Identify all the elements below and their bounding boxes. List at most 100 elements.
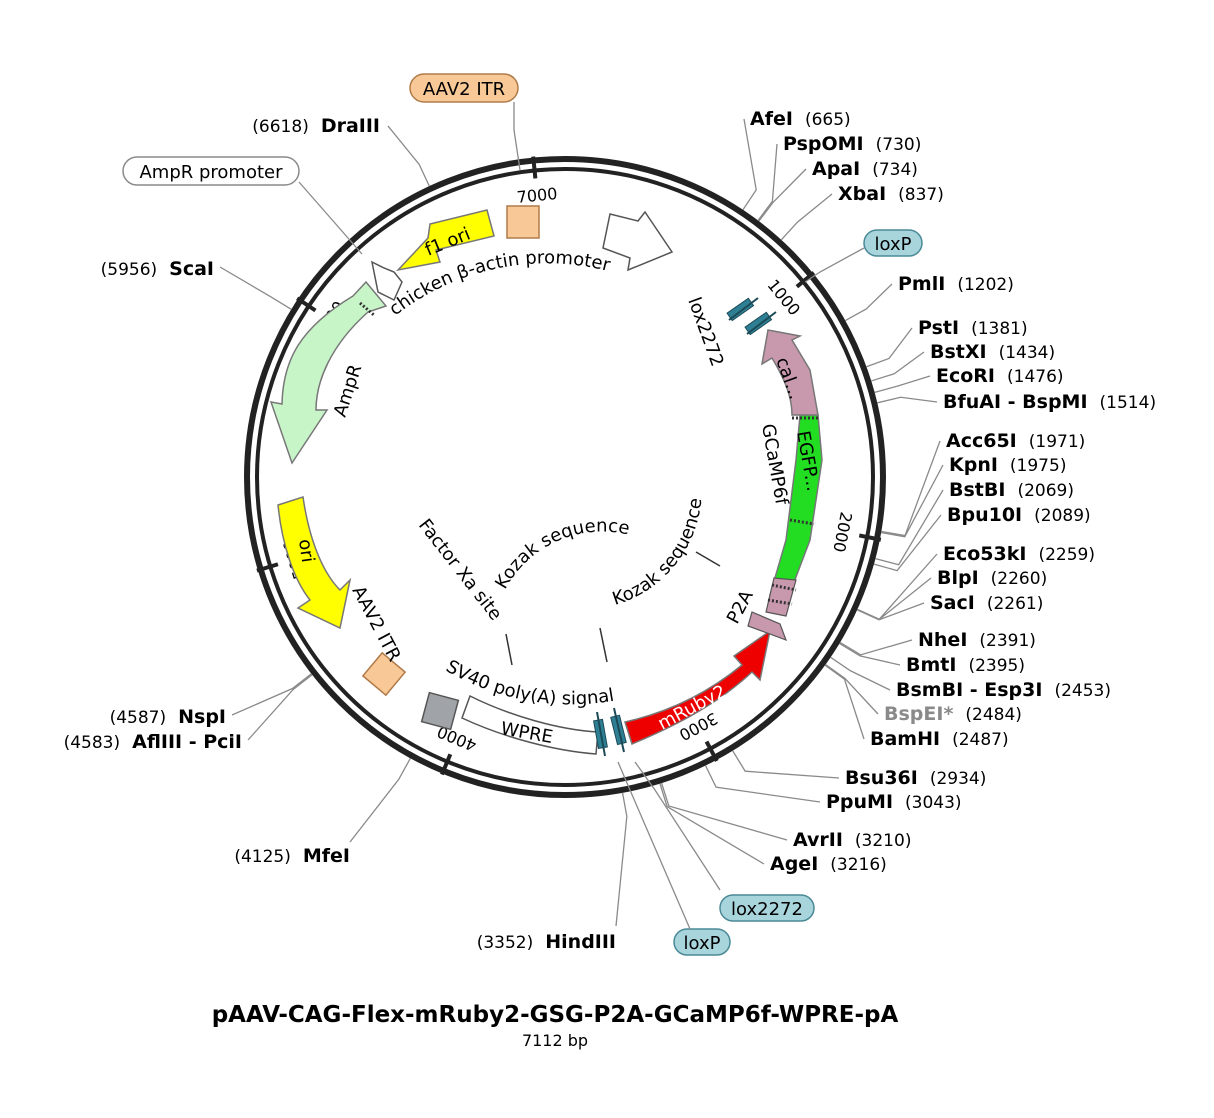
- leader-saci: [856, 602, 925, 621]
- leader-pspomi: [757, 143, 778, 221]
- site-name: BstBI: [949, 479, 1005, 501]
- ampr-promoter-arrow: [370, 260, 403, 302]
- chicken-actin-promoter-arrow: [602, 210, 674, 272]
- site-name: HindIII: [545, 931, 616, 953]
- leader-nhei: [839, 639, 913, 656]
- site-name: AvrII: [793, 829, 843, 851]
- site-avrii: AvrII (3210): [793, 829, 911, 851]
- site-position: (837): [898, 185, 944, 205]
- site-xbai: XbaI(837): [838, 183, 944, 205]
- site-position: (2089): [1034, 506, 1091, 526]
- site-name: Bsu36I: [845, 767, 918, 789]
- boxed-label-loxp-top: loxP: [863, 229, 923, 257]
- site-name: AflIII - PciI: [132, 731, 242, 753]
- lox2272-bottom-bar: [613, 707, 625, 753]
- site-position: (1434): [999, 343, 1056, 363]
- site-scai: ScaI(5956): [101, 258, 214, 280]
- lox2272-top-bar: [728, 297, 759, 321]
- boxed-label-ampr-promoter-bg: [122, 156, 300, 186]
- site-name: EcoRI: [936, 365, 995, 387]
- ori-arrow: [277, 496, 352, 630]
- aav2-itr-top-box: [506, 205, 540, 239]
- site-name: PpuMI: [826, 791, 893, 813]
- boxed-label-loxp-top-text: loxP: [875, 234, 912, 255]
- boxed-label-loxp-top-bg: [863, 229, 923, 257]
- site-name: AfeI: [750, 108, 793, 130]
- site-kpni: KpnI(1975): [949, 454, 1066, 476]
- site-position: (2259): [1038, 545, 1095, 565]
- label-kozak1: Kozak sequence: [491, 515, 631, 592]
- site-position: (2261): [987, 594, 1044, 614]
- factor-xa-tick: [505, 633, 513, 666]
- label-ampr: AmpR: [330, 362, 367, 420]
- loxp-top-bar: [746, 311, 777, 335]
- tick-5000: [256, 562, 279, 573]
- site-name: ScaI: [169, 258, 214, 280]
- leader-kpni: [881, 464, 944, 538]
- site-position: (2069): [1017, 481, 1074, 501]
- leader-bspei-: [825, 663, 879, 715]
- site-name: PspOMI: [783, 133, 864, 155]
- tick-label-2000: 2000: [829, 510, 856, 554]
- site-bspei-: BspEI*(2484): [884, 703, 1022, 725]
- site-position: (1514): [1100, 393, 1157, 413]
- site-name: Eco53kI: [943, 543, 1026, 565]
- leader-afei: [742, 118, 757, 211]
- boxed-label-loxp-bottom-bg: [673, 928, 731, 956]
- site-bmti: BmtI(2395): [906, 654, 1025, 676]
- site-position: (734): [872, 160, 918, 180]
- site-psti: PstI(1381): [918, 317, 1028, 339]
- kozak1-tick: [599, 627, 608, 663]
- site-position: (2453): [1054, 681, 1111, 701]
- site-position: (6618): [252, 117, 309, 137]
- site-position: (665): [805, 110, 851, 130]
- site-position: (3210): [855, 831, 912, 851]
- site-position: (4125): [234, 847, 291, 867]
- leader-lox2272-bottom: [634, 761, 721, 891]
- leader-scai: [219, 266, 292, 310]
- tick-1000: [795, 271, 816, 289]
- tick-7000: [531, 156, 538, 179]
- mruby2-arrow: [624, 629, 772, 746]
- site-ecori: EcoRI (1476): [936, 365, 1064, 387]
- boxed-label-aav2-itr: AAV2 ITR: [409, 73, 519, 103]
- site-name: BsmBI - Esp3I: [896, 679, 1042, 701]
- boxed-label-aav2-itr-bg: [409, 73, 519, 103]
- tick-2000: [858, 533, 882, 542]
- plasmid-title: pAAV-CAG-Flex-mRuby2-GSG-P2A-GCaMP6f-WPR…: [212, 1002, 899, 1028]
- site-pmli: PmlI(1202): [898, 273, 1014, 295]
- site-position: (3216): [830, 855, 887, 875]
- leader-bsmbi-esp3i: [830, 656, 891, 691]
- site-saci: SacI(2261): [930, 592, 1043, 614]
- site-name: Acc65I: [946, 430, 1017, 452]
- site-position: (2395): [968, 656, 1025, 676]
- site-bsu36i: Bsu36I(2934): [845, 767, 986, 789]
- leader-ampr-promoter: [298, 181, 363, 255]
- site-name: NspI: [178, 706, 226, 728]
- leader-bstxi: [871, 351, 925, 382]
- loxp-bottom-bar: [596, 711, 606, 757]
- leader-nspi: [231, 673, 312, 716]
- boxed-label-lox2272-bottom: lox2272: [719, 894, 815, 922]
- tick-label-1000: 1000: [763, 276, 804, 320]
- site-name: PmlI: [898, 273, 945, 295]
- backbone-outer-ring: [244, 156, 886, 798]
- site-position: (1476): [1007, 367, 1064, 387]
- site-ppumi: PpuMI(3043): [826, 791, 962, 813]
- boxed-label-lox2272-bottom-bg: [719, 894, 815, 922]
- boxed-label-aav2-itr-text: AAV2 ITR: [423, 79, 505, 100]
- site-name: AgeI: [770, 853, 818, 875]
- leader-bmti: [839, 642, 901, 666]
- leader-pmli: [845, 283, 893, 322]
- site-bpu10i: Bpu10I(2089): [947, 504, 1091, 526]
- loxp-top-site: [744, 311, 773, 336]
- site-name: PstI: [918, 317, 959, 339]
- leader-draiii: [387, 125, 430, 187]
- label-aav2-itr-inner: AAV2 ITR: [348, 582, 405, 665]
- gcamp6f-linker-segment: [765, 577, 797, 617]
- cal-arrow: [760, 329, 819, 416]
- site-mfei: MfeI(4125): [234, 845, 350, 867]
- wpre-box: [461, 694, 599, 755]
- leader-ecori: [874, 375, 931, 393]
